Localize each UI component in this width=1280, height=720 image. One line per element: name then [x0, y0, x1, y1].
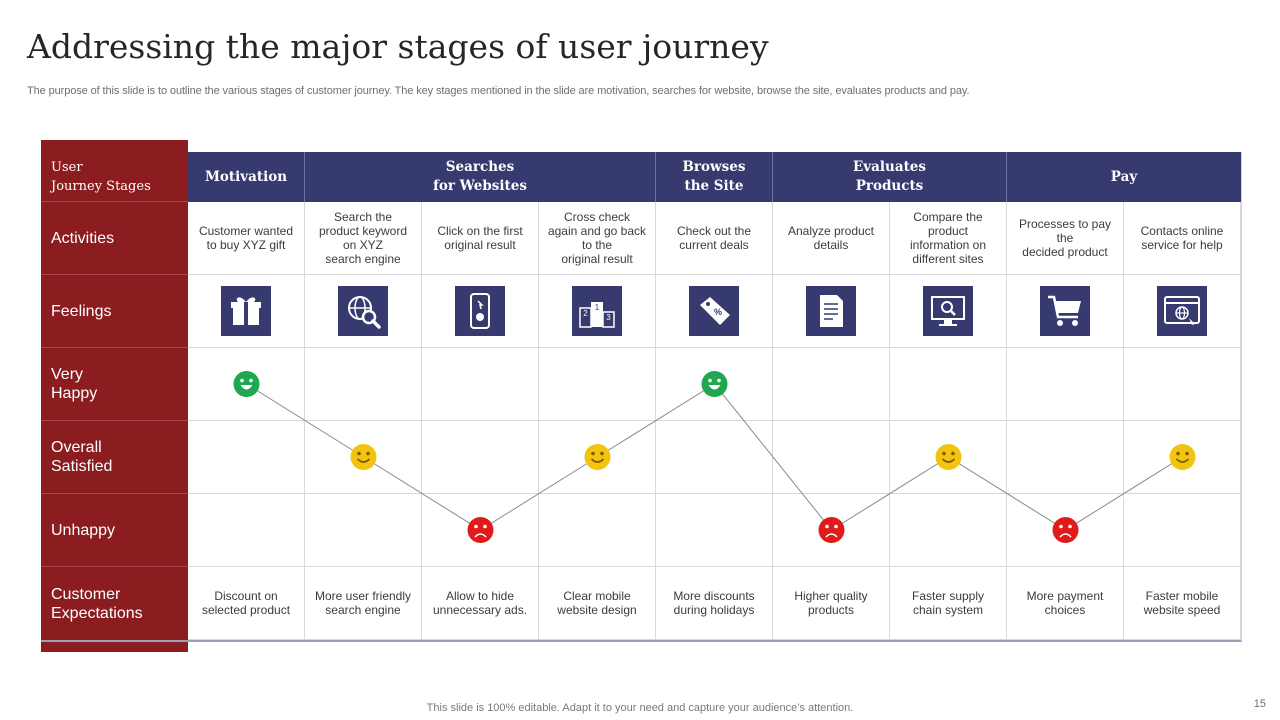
stage-header-searches: Searches for Websites [305, 152, 656, 202]
mood-cell [305, 494, 422, 567]
row-label-overall-satisfied: Overall Satisfied [41, 421, 188, 494]
activity-cell: Search the product keyword on XYZ search… [305, 202, 422, 275]
activity-cell: Check out the current deals [656, 202, 773, 275]
slide-title: Addressing the major stages of user jour… [27, 27, 769, 66]
row-label-feelings: Feelings [41, 275, 188, 348]
mood-cell [1007, 494, 1124, 567]
activity-cell: Customer wanted to buy XYZ gift [188, 202, 305, 275]
discount-tag-icon: % [689, 286, 739, 336]
row-label-customer-expectations: Customer Expectations [41, 567, 188, 640]
stage-header-evaluates: Evaluates Products [773, 152, 1007, 202]
expectation-cell: Faster supply chain system [890, 567, 1007, 640]
mood-cell [305, 348, 422, 421]
feeling-cell [890, 275, 1007, 348]
web-browser-icon [1157, 286, 1207, 336]
feeling-cell [422, 275, 539, 348]
slide-subtitle: The purpose of this slide is to outline … [27, 85, 970, 97]
expectation-cell: Allow to hide unnecessary ads. [422, 567, 539, 640]
journey-table: User Journey Stages Motivation Searches … [41, 152, 1242, 642]
feeling-cell [1124, 275, 1241, 348]
activity-cell: Compare the product information on diffe… [890, 202, 1007, 275]
mood-cell [773, 421, 890, 494]
expectation-cell: More payment choices [1007, 567, 1124, 640]
stage-header-pay: Pay [1007, 152, 1241, 202]
mood-cell [1007, 421, 1124, 494]
mood-cell [656, 348, 773, 421]
mood-cell [890, 494, 1007, 567]
expectation-cell: Clear mobile website design [539, 567, 656, 640]
mood-cell [539, 494, 656, 567]
globe-search-icon [338, 286, 388, 336]
footer-note: This slide is 100% editable. Adapt it to… [426, 702, 854, 714]
mood-cell [773, 494, 890, 567]
row-label-activities: Activities [41, 202, 188, 275]
gift-icon [221, 286, 271, 336]
row-label-unhappy: Unhappy [41, 494, 188, 567]
activity-cell: Cross check again and go back to the ori… [539, 202, 656, 275]
mood-cell [188, 348, 305, 421]
mood-cell [188, 421, 305, 494]
activity-cell: Contacts online service for help [1124, 202, 1241, 275]
mood-cell [1124, 494, 1241, 567]
corner-label: User Journey Stages [41, 152, 188, 202]
stage-header-motivation: Motivation [188, 152, 305, 202]
feeling-cell [773, 275, 890, 348]
mood-cell [656, 494, 773, 567]
activity-cell: Analyze product details [773, 202, 890, 275]
discount-symbol: % [714, 307, 722, 317]
mood-cell [656, 421, 773, 494]
mood-cell [539, 348, 656, 421]
monitor-search-icon [923, 286, 973, 336]
document-icon [806, 286, 856, 336]
shopping-cart-icon [1040, 286, 1090, 336]
feeling-cell: 2 1 3 [539, 275, 656, 348]
podium-digit-2: 2 [583, 309, 588, 318]
mood-cell [1007, 348, 1124, 421]
mood-cell [188, 494, 305, 567]
expectation-cell: Discount on selected product [188, 567, 305, 640]
mood-cell [890, 348, 1007, 421]
page-number: 15 [1253, 698, 1266, 710]
mood-cell [890, 421, 1007, 494]
mood-cell [305, 421, 422, 494]
feeling-cell [1007, 275, 1124, 348]
feeling-cell [305, 275, 422, 348]
activity-cell: Click on the first original result [422, 202, 539, 275]
mood-cell [1124, 421, 1241, 494]
mood-cell [1124, 348, 1241, 421]
expectation-cell: More discounts during holidays [656, 567, 773, 640]
feeling-cell [188, 275, 305, 348]
row-label-very-happy: Very Happy [41, 348, 188, 421]
mood-cell [422, 494, 539, 567]
podium-icon: 2 1 3 [572, 286, 622, 336]
activity-cell: Processes to pay the decided product [1007, 202, 1124, 275]
podium-digit-1: 1 [595, 303, 600, 312]
expectation-cell: Faster mobile website speed [1124, 567, 1241, 640]
mood-cell [539, 421, 656, 494]
expectation-cell: Higher quality products [773, 567, 890, 640]
mood-cell [773, 348, 890, 421]
expectation-cell: More user friendly search engine [305, 567, 422, 640]
mood-cell [422, 421, 539, 494]
podium-digit-3: 3 [606, 313, 611, 322]
mobile-payment-icon [455, 286, 505, 336]
mood-cell [422, 348, 539, 421]
stage-header-browses: Browses the Site [656, 152, 773, 202]
feeling-cell: % [656, 275, 773, 348]
